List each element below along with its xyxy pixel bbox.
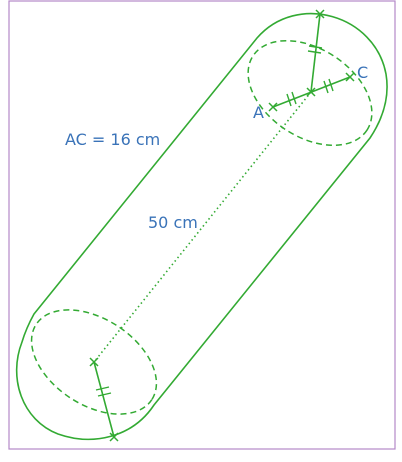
bottom-base-ellipse [30, 309, 158, 415]
top-point-mark [315, 9, 325, 19]
cylinder-outline [15, 12, 388, 441]
equal-length-ticks [95, 45, 334, 397]
cylinder-axis [93, 91, 312, 363]
diagram-border [8, 0, 396, 450]
label-A: A [253, 103, 264, 122]
bottom-point-mark [109, 432, 119, 442]
bottom-radius-tick [95, 386, 112, 397]
bottom-center-mark [89, 357, 99, 367]
bottom-radius [93, 361, 115, 438]
top-radius-tick [307, 45, 323, 54]
top-base-ellipse [247, 39, 373, 147]
label-ac-length: AC = 16 cm [65, 130, 160, 149]
top-center-mark [306, 87, 316, 97]
top-radius-vertical [310, 13, 321, 93]
label-height: 50 cm [148, 213, 198, 232]
center-c-tick [323, 78, 334, 94]
a-center-tick [286, 91, 297, 107]
label-C: C [357, 63, 368, 82]
point-marks [89, 9, 355, 442]
point-C-mark [345, 72, 355, 82]
point-A-mark [268, 102, 278, 112]
